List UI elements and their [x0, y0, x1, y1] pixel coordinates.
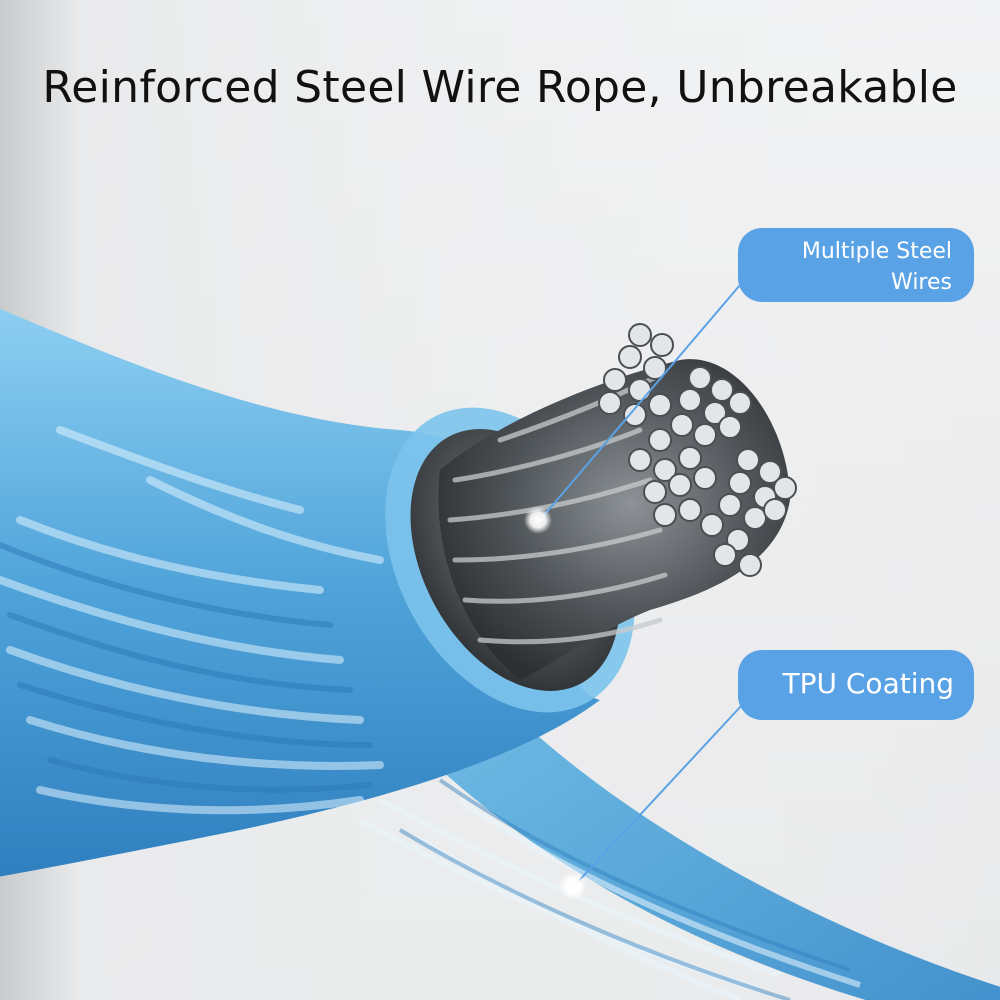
steel-wire-bundle [438, 323, 797, 680]
callout-multiple-steel-wires: Multiple Steel Wires [738, 228, 974, 302]
headline: Reinforced Steel Wire Rope, Unbreakable [42, 62, 958, 113]
callout-tpu-coating: TPU Coating [738, 650, 974, 720]
callout-tpu-label: TPU Coating [782, 667, 955, 700]
callout-wires-line2: Wires [891, 270, 952, 295]
tpu-coating-pointer [559, 704, 743, 900]
steel-wires-pointer [524, 284, 741, 534]
callout-wires-line1: Multiple Steel [801, 239, 952, 264]
